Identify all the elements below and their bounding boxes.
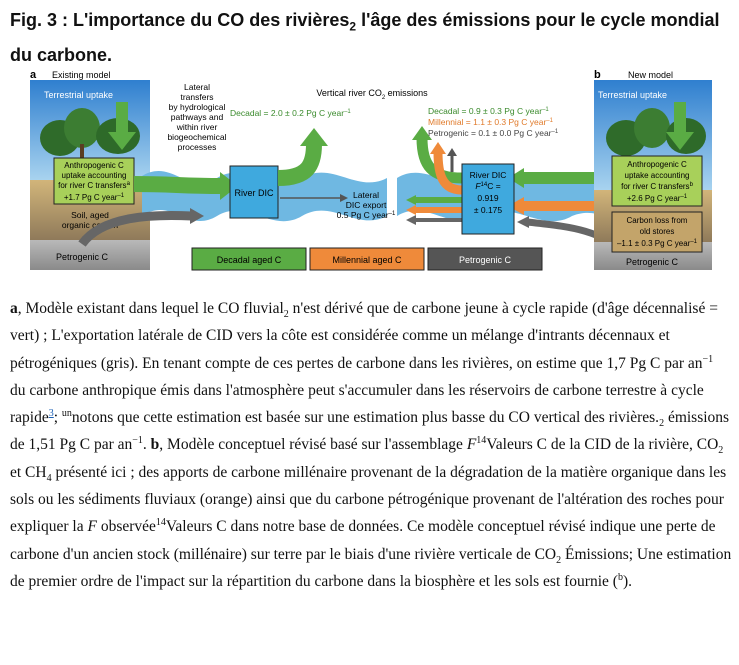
panel-b-letter: b (594, 69, 601, 81)
legend-millennial: Millennial aged C (332, 255, 402, 265)
svg-text:by hydrological: by hydrological (169, 102, 226, 112)
svg-text:processes: processes (178, 142, 217, 152)
svg-text:Carbon loss from: Carbon loss from (627, 216, 688, 225)
lateral-export-arrow-a (280, 194, 348, 202)
panel-b-heading: New model (628, 70, 673, 80)
carbon-cycle-diagram: a Existing model Terrestrial uptake Anth… (30, 69, 712, 271)
svg-text:0.5 Pg C year–1: 0.5 Pg C year–1 (337, 210, 396, 220)
decadal-flux-a: Decadal = 2.0 ± 0.2 Pg C year–1 (230, 108, 351, 118)
lateral-transfers-text: Lateral transfers by hydrological pathwa… (167, 82, 226, 152)
panel-b-terrestrial-uptake: Terrestrial uptake (598, 90, 667, 100)
svg-text:Lateral: Lateral (353, 190, 379, 200)
vertical-emission-arrow-a (277, 128, 328, 186)
anthro-box-b: Anthropogenic C uptake accounting for ri… (611, 155, 703, 207)
svg-text:uptake accounting: uptake accounting (625, 171, 690, 180)
legend-petrogenic: Petrogenic C (459, 255, 512, 265)
svg-text:–1.1 ± 0.3 Pg C year–1: –1.1 ± 0.3 Pg C year–1 (617, 239, 698, 248)
lateral-export-text: Lateral DIC export 0.5 Pg C year–1 (337, 190, 396, 220)
anthro-b-ref-mark: b (690, 182, 694, 188)
svg-text:for river C transfersb: for river C transfersb (621, 182, 693, 191)
river-dic-box-a (229, 165, 279, 219)
petro-label-b: Petrogenic C (626, 257, 679, 267)
anthro-box-a: Anthropogenic C uptake accounting for ri… (53, 157, 135, 205)
figure-label: Fig. 3 : (10, 10, 68, 30)
river-dic-box-b (461, 163, 515, 235)
svg-text:Anthropogenic C: Anthropogenic C (627, 160, 687, 169)
anthro-a-line2: uptake accounting (62, 171, 127, 180)
soil-label-line1: Soil, aged (71, 210, 109, 220)
export-arrows-b (406, 195, 462, 225)
petro-label-a: Petrogenic C (56, 252, 109, 262)
figure-title-text: L'importance du CO des rivières (68, 10, 350, 30)
decadal-flux-b: Decadal = 0.9 ± 0.3 Pg C year–1 (428, 106, 549, 116)
river-dic-f14c: F14C = (475, 181, 500, 191)
uptake-arrow-a (108, 102, 136, 150)
soil-label-line2: organic carbon (62, 220, 119, 230)
panel-a-terrestrial-uptake: Terrestrial uptake (44, 90, 113, 100)
figure-title-text-end: l'âge des émissions pour le cycle mondia… (10, 10, 720, 65)
caption-letter-a: a (10, 300, 18, 317)
anthro-a-ref-mark: a (127, 181, 131, 187)
vertical-emissions-title: Vertical river CO2 emissions (316, 88, 428, 101)
river-dic-label-b: River DIC (470, 170, 507, 180)
anthro-a-line3: for river C transfersa (58, 181, 130, 190)
reference-link-3[interactable]: 3 (48, 408, 54, 420)
panel-a-heading: Existing model (52, 70, 111, 80)
carbon-loss-box: Carbon loss from old stores –1.1 ± 0.3 P… (611, 211, 703, 253)
anthro-a-line4: +1.7 Pg C year–1 (64, 193, 125, 202)
legend-millennial-swatch (309, 247, 425, 271)
svg-text:+2.6 Pg C year–1: +2.6 Pg C year–1 (627, 194, 688, 203)
legend-petrogenic-swatch (427, 247, 543, 271)
green-flow-arrow-a (133, 172, 238, 200)
river-dic-uncertainty: ± 0.175 (474, 205, 503, 215)
river-dic-value: 0.919 (477, 193, 499, 203)
millennial-flux-b: Millennial = 1.1 ± 0.3 Pg C year–1 (428, 117, 554, 127)
legend-decadal: Decadal aged C (217, 255, 282, 265)
svg-text:pathways and: pathways and (171, 112, 224, 122)
svg-text:biogeochemical: biogeochemical (167, 132, 226, 142)
svg-text:old stores: old stores (640, 227, 675, 236)
vertical-emission-arrows-b (412, 126, 463, 195)
panel-a-letter: a (30, 69, 37, 81)
caption-letter-b: b (150, 436, 160, 454)
legend: Decadal aged C Millennial aged C Petroge… (191, 247, 543, 271)
petrogenic-flux-b: Petrogenic = 0.1 ± 0.0 Pg C year–1 (428, 128, 559, 138)
figure-title-subscript: 2 (349, 19, 357, 34)
figure-title: Fig. 3 : L'importance du CO des rivières… (10, 6, 732, 69)
svg-text:within river: within river (176, 122, 218, 132)
legend-decadal-swatch (191, 247, 307, 271)
svg-text:transfers: transfers (180, 92, 213, 102)
river-dic-label-a: River DIC (234, 188, 274, 198)
uptake-arrow-b (666, 102, 694, 150)
anthro-a-line1: Anthropogenic C (64, 161, 124, 170)
petro-flow-arrow-a (78, 208, 204, 247)
figure-caption: a, Modèle existant dans lequel le CO flu… (10, 300, 732, 590)
svg-text:Lateral: Lateral (184, 82, 210, 92)
svg-text:DIC export: DIC export (346, 200, 387, 210)
